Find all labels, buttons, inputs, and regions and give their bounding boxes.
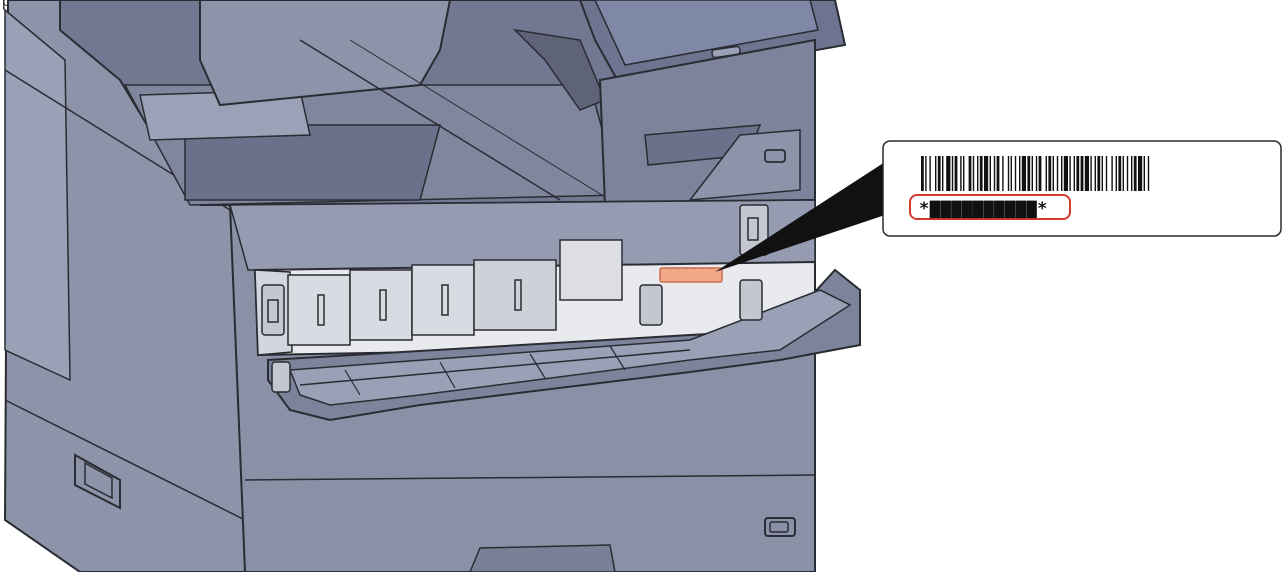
front-cover [267, 268, 861, 422]
barcode-bar [921, 156, 924, 191]
barcode-bar [929, 156, 931, 191]
barcode-bar [954, 156, 958, 191]
caption-fragment: p [2, 0, 11, 10]
barcode-bar [972, 156, 975, 191]
barcode-bar [1045, 156, 1047, 191]
barcode-bar [1052, 156, 1054, 191]
barcode-bar [1027, 156, 1031, 191]
barcode-bar [1111, 156, 1113, 191]
barcode-bar [1069, 156, 1071, 191]
barcode-bar [1021, 156, 1026, 191]
barcode-bar [1002, 156, 1004, 191]
barcode-bar [1133, 156, 1137, 191]
barcode-bar [979, 156, 983, 191]
barcode-bar [984, 156, 989, 191]
barcode-bar [993, 156, 996, 191]
barcode-bar [996, 156, 1000, 191]
barcode-bar [1056, 156, 1059, 191]
barcode-bar [963, 156, 965, 191]
serial-highlight-frame [909, 194, 1071, 220]
barcode-bar [937, 156, 941, 191]
barcode-bar [1094, 156, 1096, 191]
barcode-bar [1080, 156, 1084, 191]
barcode-bar [1073, 156, 1075, 191]
barcode-bar [1063, 156, 1068, 191]
serial-label-spot [659, 267, 723, 283]
barcode-bar [1007, 156, 1010, 191]
barcode-bar [1097, 156, 1101, 191]
barcode-bar [1014, 156, 1017, 191]
barcode-bar [1115, 156, 1117, 191]
toner-slots [287, 239, 623, 346]
barcode-bar [1035, 156, 1038, 191]
barcode-bar [1019, 156, 1021, 191]
barcode-bar [1118, 156, 1122, 191]
barcode-bar [1038, 156, 1042, 191]
callout-pointer [715, 162, 885, 272]
barcode-bar [1031, 156, 1033, 191]
barcode-bar [968, 156, 972, 191]
barcode-bar [1131, 156, 1133, 191]
barcode-bar [1126, 156, 1129, 191]
barcode-bar [1143, 156, 1145, 191]
barcode-bar [989, 156, 991, 191]
barcode [921, 156, 1150, 191]
barcode-bar [942, 156, 944, 191]
serial-number-callout: *▇▇▇▇▇▇▇▇▇▇* [882, 140, 1282, 237]
barcode-bar [1105, 156, 1108, 191]
barcode-bar [1138, 156, 1143, 191]
barcode-bar [1048, 156, 1052, 191]
barcode-bar [1147, 156, 1150, 191]
operation-panel [578, 0, 847, 207]
barcode-bar [960, 156, 962, 191]
barcode-bar [977, 156, 979, 191]
masked-serial-number: *▇▇▇▇▇▇▇▇▇▇* [919, 199, 1048, 219]
barcode-bar [1010, 156, 1012, 191]
barcode-bar [951, 156, 954, 191]
barcode-bar [1061, 156, 1063, 191]
barcode-bar [1122, 156, 1124, 191]
barcode-bar [935, 156, 937, 191]
barcode-bar [946, 156, 951, 191]
barcode-bar [1090, 156, 1092, 191]
barcode-bar [925, 156, 927, 191]
barcode-bar [1084, 156, 1089, 191]
barcode-bar [1101, 156, 1103, 191]
barcode-bar [1076, 156, 1080, 191]
